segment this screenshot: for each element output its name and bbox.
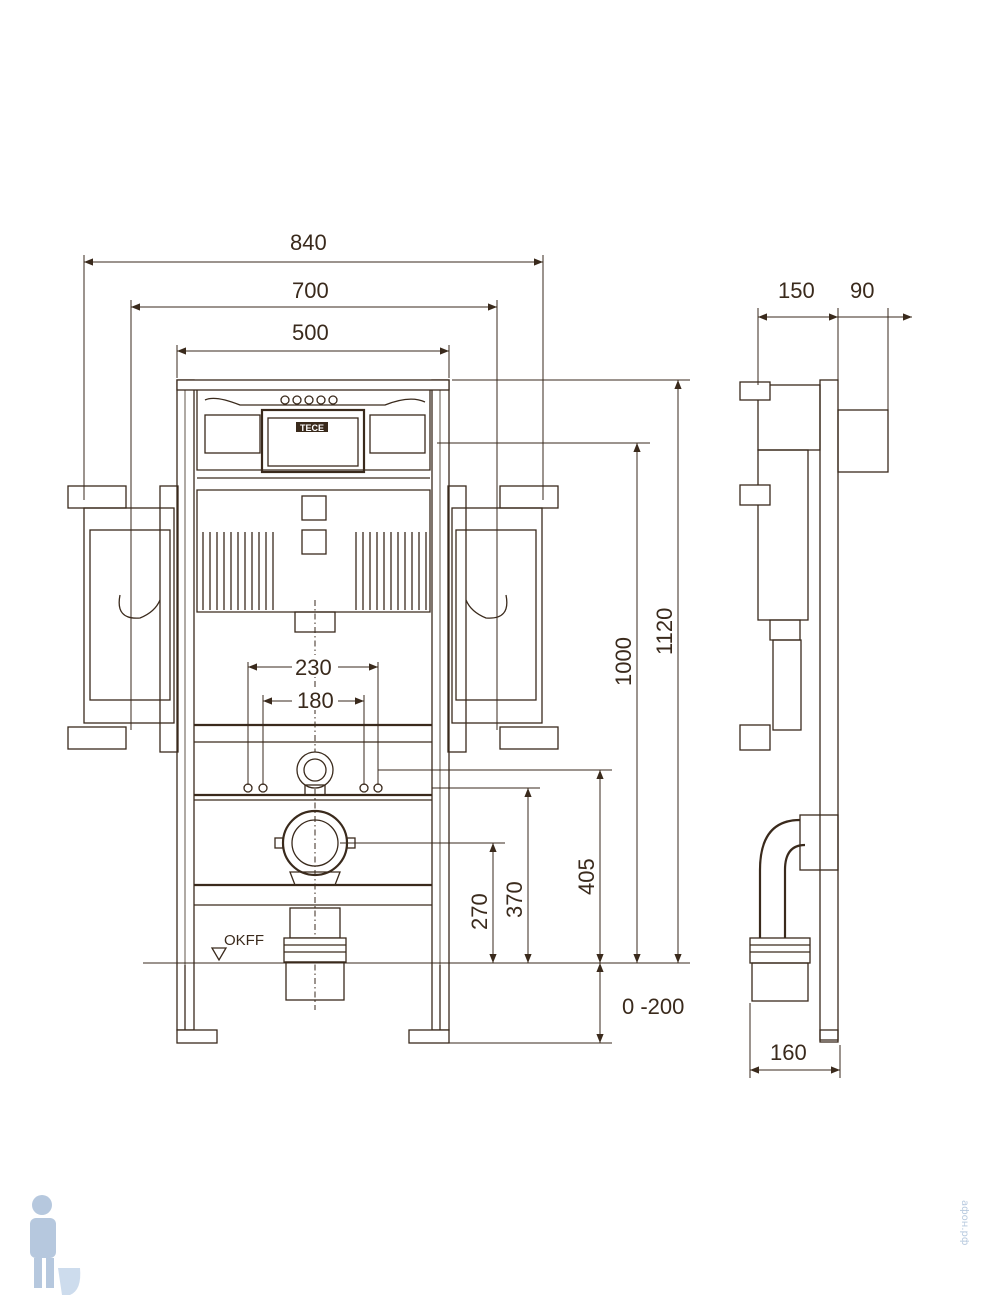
front-view: TECE (67, 379, 559, 1044)
side-view (739, 379, 889, 1043)
dim-bolt-spacing-outer: 230 (295, 655, 332, 680)
dim-frame-width-inner: 500 (292, 320, 329, 345)
watermark-text: афон.рф (959, 1200, 970, 1245)
dim-height-total: 1120 (652, 608, 677, 655)
dim-bolt-spacing-inner: 180 (297, 688, 334, 713)
dim-adjustable-feet: 0 -200 (622, 994, 684, 1019)
side-bracket-right (447, 485, 559, 753)
dim-height-drain: 370 (502, 881, 527, 918)
dim-depth-offset: 90 (850, 278, 874, 303)
dim-height-cistern: 1000 (611, 637, 636, 686)
brand-label: TECE (300, 423, 324, 433)
dim-frame-width-outer: 700 (292, 278, 329, 303)
dim-depth-frame: 150 (778, 278, 815, 303)
floor-level-label: OKFF (224, 932, 264, 949)
dim-overall-width: 840 (290, 230, 327, 255)
dim-height-bolts: 405 (574, 858, 599, 895)
vent-right (355, 532, 427, 610)
vent-left (202, 532, 274, 610)
dimensions: 840 700 500 150 90 1120 1000 405 (83, 230, 912, 1078)
watermark: афон.рф (30, 1195, 970, 1295)
side-bracket-left (67, 485, 179, 753)
dim-foot-depth: 160 (770, 1040, 807, 1065)
dim-height-drain-lower: 270 (467, 893, 492, 930)
